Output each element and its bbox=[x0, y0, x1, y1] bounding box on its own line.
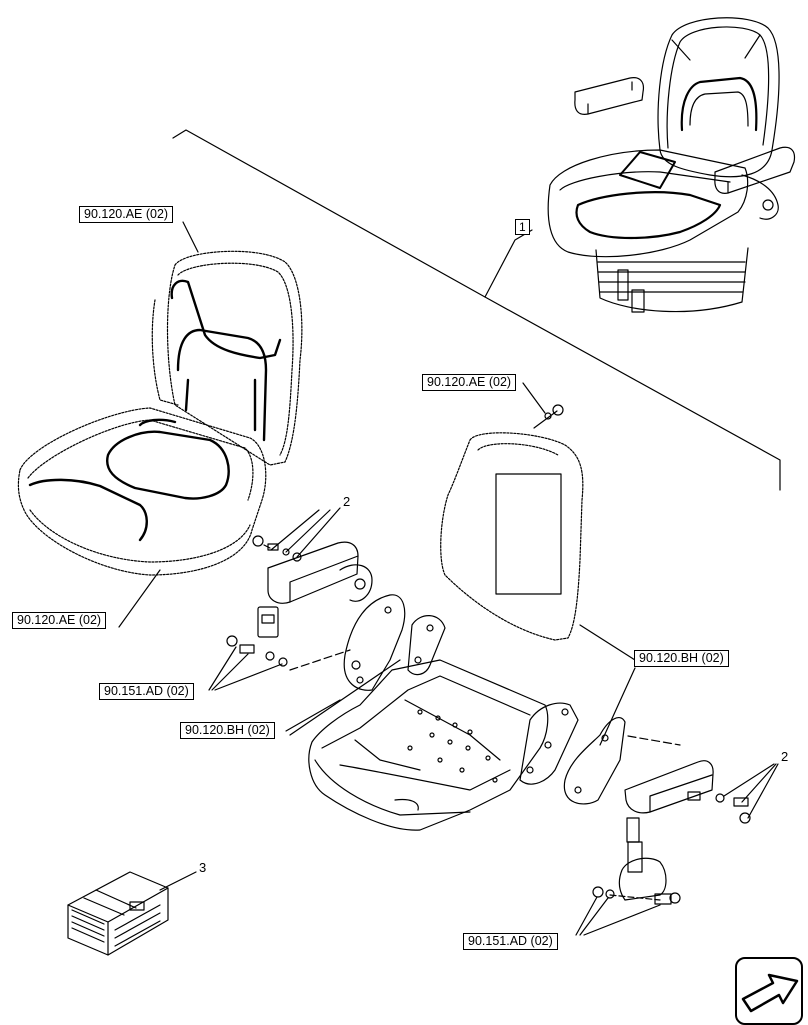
seat-cushion-piping bbox=[28, 279, 282, 542]
ref-frame-right[interactable]: 90.120.BH (02) bbox=[634, 650, 729, 667]
back-pad-bolt bbox=[533, 410, 558, 429]
complete-seat-illustration bbox=[547, 17, 796, 313]
callout-armrest-right: 2 bbox=[781, 749, 789, 764]
right-armrest-illustration bbox=[624, 760, 779, 824]
back-pad-illustration bbox=[440, 432, 584, 641]
next-page-button[interactable] bbox=[735, 957, 803, 1025]
left-armrest-illustration bbox=[252, 507, 373, 604]
arrow-next-page-icon bbox=[741, 973, 799, 1013]
back-pad-panel bbox=[495, 473, 562, 595]
reference-leaders bbox=[118, 221, 636, 746]
ref-frame-left[interactable]: 90.120.BH (02) bbox=[180, 722, 275, 739]
callout-seat-assembly: 1 bbox=[515, 219, 530, 235]
ref-back-pad[interactable]: 90.120.AE (02) bbox=[422, 374, 517, 391]
diagram-drawing bbox=[17, 17, 796, 956]
back-pad-bolt-head bbox=[552, 404, 564, 416]
exploded-parts-diagram: 90.120.AE (02) 90.120.AE (02) 90.120.AE … bbox=[12, 17, 803, 1025]
ref-seat-cushion-bottom[interactable]: 90.120.AE (02) bbox=[12, 612, 107, 629]
ref-belt-right[interactable]: 90.151.AD (02) bbox=[463, 933, 558, 950]
right-seatbelt-illustration bbox=[575, 817, 681, 936]
kit-box-illustration bbox=[67, 871, 197, 956]
callout-kit: 3 bbox=[199, 860, 207, 875]
seat-frame-illustration bbox=[308, 594, 681, 831]
seat-cushion-illustration bbox=[17, 250, 303, 576]
ref-belt-left[interactable]: 90.151.AD (02) bbox=[99, 683, 194, 700]
left-seatbelt-illustration bbox=[208, 606, 351, 691]
callout-armrest-left: 2 bbox=[343, 494, 351, 509]
ref-seat-cushion-top[interactable]: 90.120.AE (02) bbox=[79, 206, 174, 223]
